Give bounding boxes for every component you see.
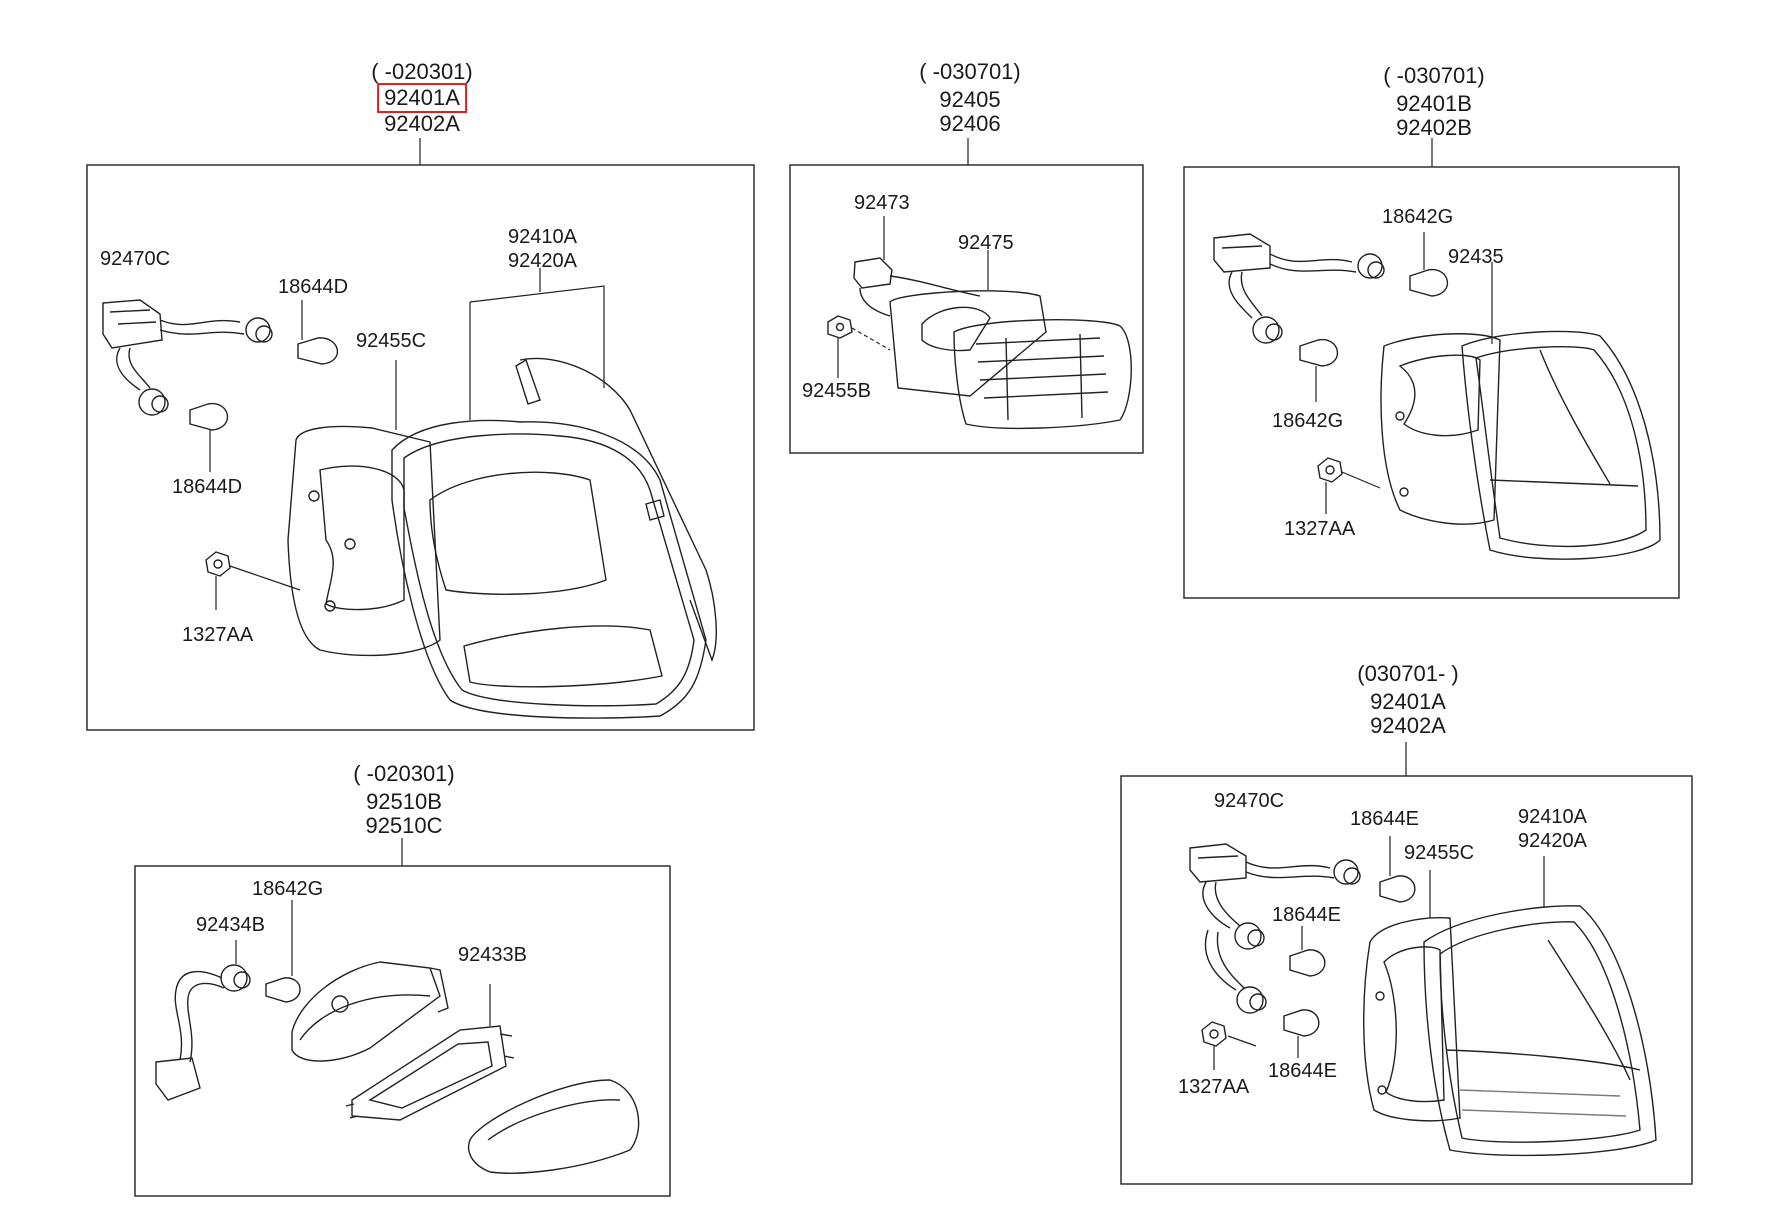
part-label-wiring-4[interactable]: 92434B [196,914,265,936]
bulb-1b [189,403,229,431]
bulb-1a [297,337,339,365]
panel-3-drawing [1183,138,1680,599]
panel-5-frame [1120,775,1693,1185]
panel-1-code-highlighted[interactable]: 92401A [377,83,467,113]
panel-3-code-1[interactable]: 92401B [1396,91,1472,116]
wiring-harness-4 [155,964,251,1101]
part-label-bulb-3a[interactable]: 18642G [1382,206,1454,228]
part-label-housing-3[interactable]: 92435 [1448,246,1504,268]
bulb-5c [1283,1009,1320,1037]
lens-5 [1423,905,1657,1157]
panel-1-drawing [86,138,755,731]
bulb-5a [1379,875,1416,903]
part-label-bulb-3b[interactable]: 18642G [1272,410,1344,432]
nut-5 [1201,1021,1227,1047]
part-label-lens-5a[interactable]: 92410A [1518,806,1587,828]
wiring-harness-5 [1189,843,1361,1014]
panel-3-frame [1183,166,1680,599]
lamp-2 [889,290,1132,430]
panel-4-code-2[interactable]: 92510C [365,813,443,838]
part-label-bulb-1a[interactable]: 18644D [278,276,349,298]
housing-3 [1380,330,1661,560]
part-label-nut-5[interactable]: 1327AA [1178,1076,1250,1098]
panel-2-drawing [789,138,1144,454]
bulb-5b [1289,949,1326,977]
wiring-harness-1 [102,299,273,416]
screw-2 [827,315,853,339]
lens-4 [291,961,449,1062]
panel-3-code-2[interactable]: 92402B [1396,115,1472,140]
panel-5-code-1[interactable]: 92401A [1370,689,1446,714]
part-label-screw-2[interactable]: 92455B [802,380,871,402]
part-label-gasket-5[interactable]: 92455C [1404,842,1475,864]
panel-1-date: ( -020301) [371,59,473,84]
bulb-3a [1409,269,1449,297]
panel-2-code-1[interactable]: 92405 [939,87,1001,112]
part-label-bulb-5c[interactable]: 18644E [1268,1060,1337,1082]
part-label-bulb-5a[interactable]: 18644E [1350,808,1419,830]
part-label-wiring-1[interactable]: 92470C [100,248,171,270]
nut-3 [1317,457,1343,483]
gasket-4 [345,1025,515,1121]
part-label-gasket-1[interactable]: 92455C [356,330,427,352]
part-label-lamp-2[interactable]: 92475 [958,232,1014,254]
part-label-bulb-1b[interactable]: 18644D [172,476,243,498]
outer-lens-4 [467,1079,640,1174]
panel-1-code-2[interactable]: 92402A [384,111,460,136]
lens-1 [391,357,717,719]
gasket-5 [1363,917,1461,1122]
panel-4-date: ( -020301) [353,761,455,786]
panel-2-frame [789,164,1144,454]
part-label-lens-1a[interactable]: 92410A [508,226,577,248]
gasket-1 [287,425,441,657]
part-label-wiring-5[interactable]: 92470C [1214,790,1285,812]
panel-2-code-2[interactable]: 92406 [939,111,1001,136]
socket-2 [853,257,981,317]
bulb-3b [1299,339,1339,367]
part-label-lens-4[interactable]: 92433B [458,944,527,966]
part-label-socket-2[interactable]: 92473 [854,192,910,214]
part-label-nut-1[interactable]: 1327AA [182,624,254,646]
part-label-bulb-5b[interactable]: 18644E [1272,904,1341,926]
part-label-lens-1b[interactable]: 92420A [508,250,577,272]
panel-4-code-1[interactable]: 92510B [366,789,442,814]
panel-3-date: ( -030701) [1383,63,1485,88]
panel-2-date: ( -030701) [919,59,1021,84]
panel-4-drawing [134,838,671,1197]
panel-5-date: (030701- ) [1357,661,1459,686]
nut-1 [205,551,231,577]
part-label-nut-3[interactable]: 1327AA [1284,518,1356,540]
bulb-4 [265,977,301,1003]
part-label-bulb-4[interactable]: 18642G [252,878,324,900]
panel-5-code-2[interactable]: 92402A [1370,713,1446,738]
panel-5-drawing [1120,742,1693,1185]
part-label-lens-5b[interactable]: 92420A [1518,830,1587,852]
wiring-harness-3 [1213,233,1385,344]
